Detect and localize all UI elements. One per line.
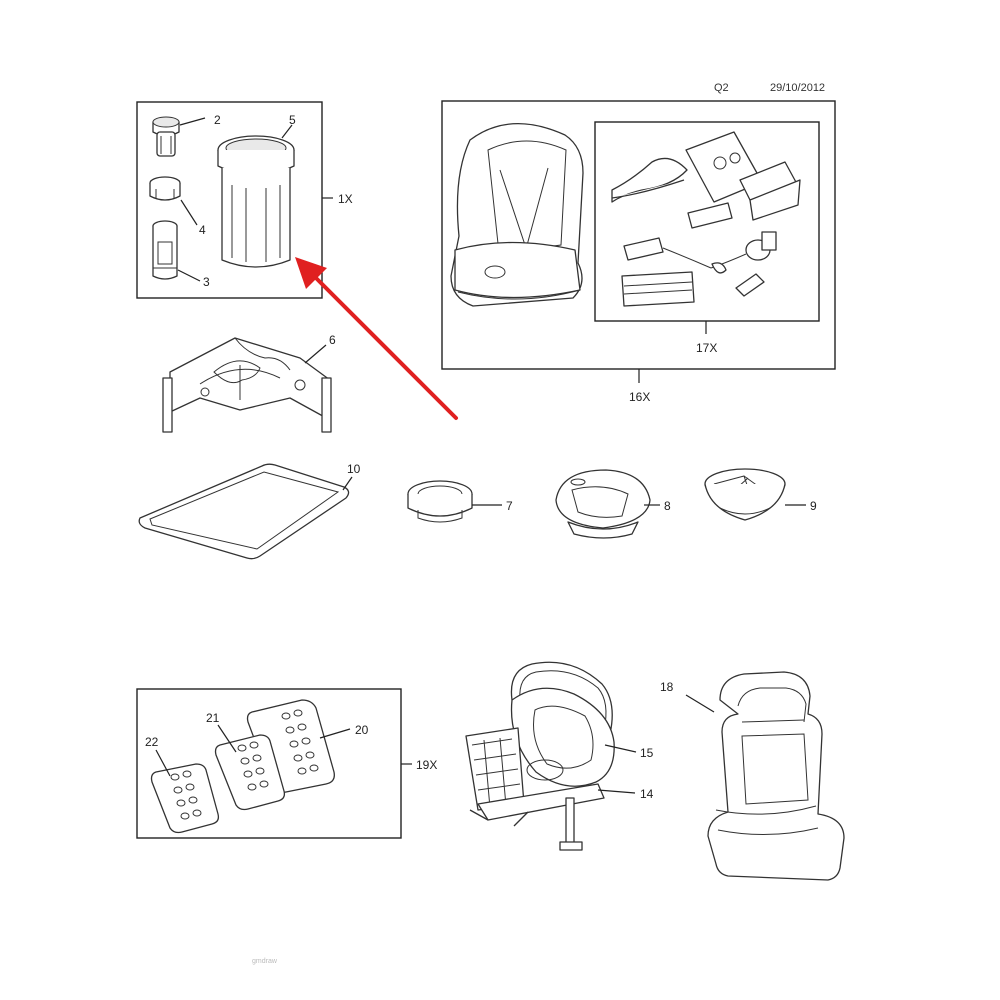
part-22-pedal-pad xyxy=(150,763,220,834)
child-seat-16x xyxy=(450,122,584,307)
watermark: gmdraw xyxy=(252,958,278,965)
part-7-ring xyxy=(407,480,473,523)
label-9: 9 xyxy=(810,499,817,513)
group-17x-frame xyxy=(594,121,820,322)
header-date: 29/10/2012 xyxy=(770,82,825,94)
label-21: 21 xyxy=(206,711,220,725)
label-15: 15 xyxy=(640,746,654,760)
part-14-isofix-base xyxy=(465,727,605,851)
label-7: 7 xyxy=(506,499,513,513)
label-10: 10 xyxy=(347,462,361,476)
label-3: 3 xyxy=(203,275,210,289)
label-8: 8 xyxy=(664,499,671,513)
label-20: 20 xyxy=(355,723,369,737)
part-18-booster-seat xyxy=(707,671,845,881)
group-1x: 1X 2 4 3 xyxy=(136,101,353,299)
accessory-kit-17x xyxy=(611,131,801,307)
part-15-infant-carrier xyxy=(510,661,615,787)
header-code: Q2 xyxy=(714,82,729,94)
group-16x: 16X 17X xyxy=(441,100,836,404)
label-18: 18 xyxy=(660,680,674,694)
part-6-tray-frame xyxy=(162,337,332,433)
label-4: 4 xyxy=(199,223,206,237)
part-8-dome xyxy=(555,469,651,539)
part-3-sleeve xyxy=(152,220,178,280)
label-14: 14 xyxy=(640,787,654,801)
label-1x: 1X xyxy=(338,192,353,206)
label-2: 2 xyxy=(214,113,221,127)
part-4-bezel xyxy=(149,176,181,201)
label-6: 6 xyxy=(329,333,336,347)
part-9-cup xyxy=(704,468,786,521)
group-1x-frame xyxy=(136,101,323,299)
label-22: 22 xyxy=(145,735,159,749)
label-19x: 19X xyxy=(416,758,437,772)
label-16x: 16X xyxy=(629,390,650,404)
group-19x: 19X 20 21 xyxy=(136,688,437,839)
part-21-pedal-pad xyxy=(214,734,286,811)
part-2-plug xyxy=(152,116,180,157)
part-5-canister xyxy=(217,135,295,268)
red-arrow-icon xyxy=(295,257,458,420)
label-5: 5 xyxy=(289,113,296,127)
part-10-mat xyxy=(138,463,350,560)
label-17x: 17X xyxy=(696,341,717,355)
